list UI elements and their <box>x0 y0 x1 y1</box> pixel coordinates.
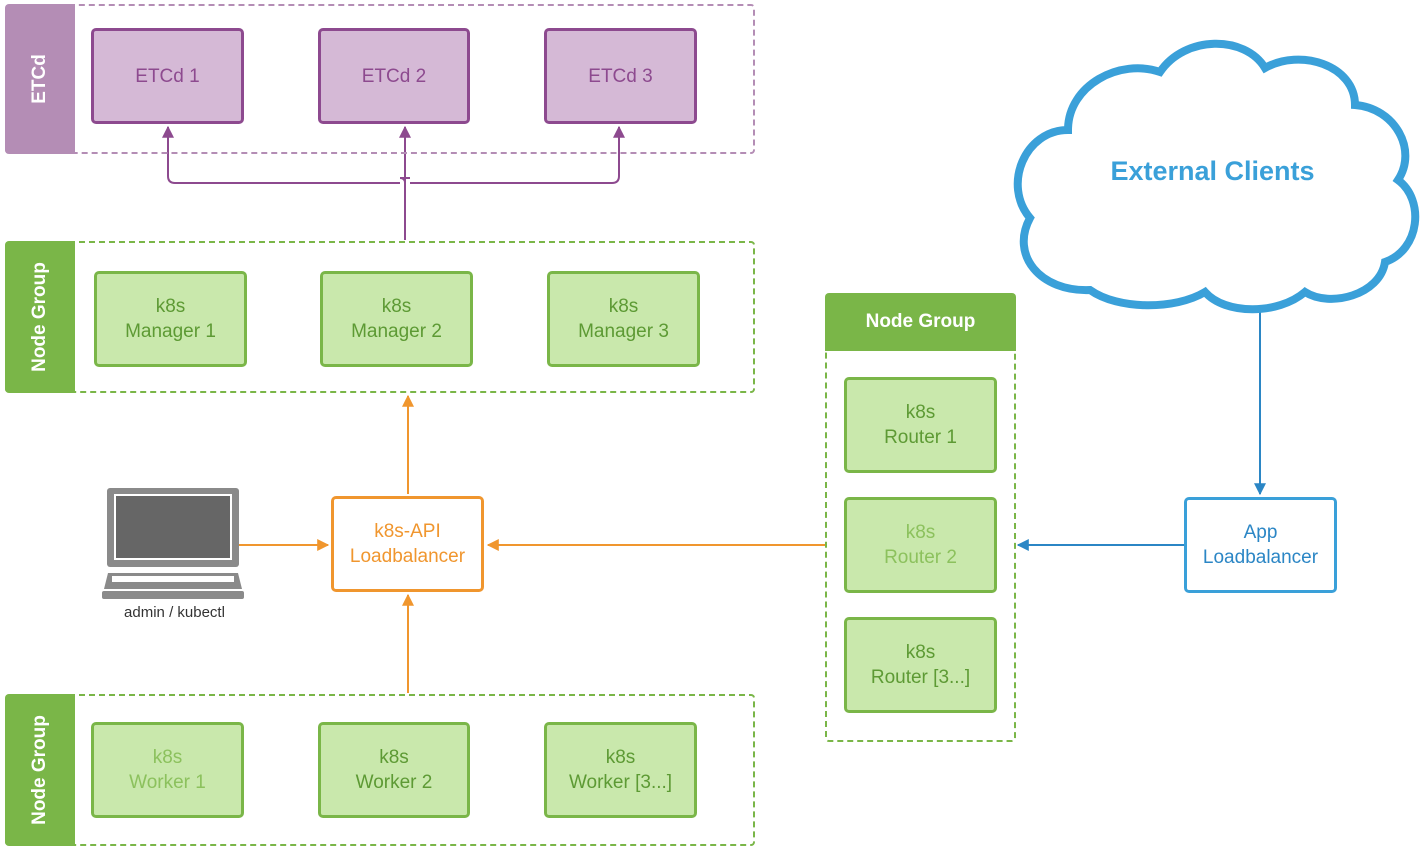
etcd-node-3[interactable]: ETCd 3 <box>544 28 697 124</box>
manager-to-etcd-arrows <box>162 125 625 240</box>
node-type-label: k8s <box>152 747 183 768</box>
worker-node-3[interactable]: k8s Worker [3...] <box>544 722 697 818</box>
laptop-icon[interactable] <box>102 487 244 601</box>
lb-line-2: Loadbalancer <box>349 546 466 567</box>
etcd-node-1[interactable]: ETCd 1 <box>91 28 244 124</box>
router-node-3[interactable]: k8s Router [3...] <box>844 617 997 713</box>
laptop-label: admin / kubectl <box>124 604 225 621</box>
node-name-label: Worker 2 <box>355 772 433 793</box>
api-loadbalancer[interactable]: k8s-API Loadbalancer <box>331 496 484 592</box>
worker-group-label: Node Group <box>29 715 50 825</box>
cloud-icon <box>1013 39 1420 314</box>
router-node-group <box>825 349 1016 742</box>
manager-group-label: Node Group <box>29 262 50 372</box>
etcd-node-2[interactable]: ETCd 2 <box>318 28 470 124</box>
worker-group-tab: Node Group <box>5 694 75 846</box>
etcd-node-label: ETCd 2 <box>361 65 427 87</box>
node-type-label: k8s <box>905 522 936 543</box>
app-loadbalancer[interactable]: App Loadbalancer <box>1184 497 1337 593</box>
node-name-label: Router [3...] <box>870 667 971 688</box>
lb-line-2: Loadbalancer <box>1202 547 1319 568</box>
etcd-node-label: ETCd 1 <box>135 65 200 87</box>
api-arrows <box>238 394 826 693</box>
external-clients-label: External Clients <box>1110 156 1315 186</box>
etcd-node-label: ETCd 3 <box>588 65 653 87</box>
node-name-label: Manager 3 <box>578 321 669 342</box>
router-group-label: Node Group <box>865 311 976 332</box>
etcd-group-tab: ETCd <box>5 4 75 154</box>
manager-node-3[interactable]: k8s Manager 3 <box>547 271 700 367</box>
manager-group-tab: Node Group <box>5 241 75 393</box>
router-group-header: Node Group <box>825 293 1016 351</box>
node-name-label: Router 2 <box>884 547 957 568</box>
node-type-label: k8s <box>905 642 936 663</box>
lb-line-1: App <box>1243 522 1278 543</box>
router-node-1[interactable]: k8s Router 1 <box>844 377 997 473</box>
external-arrows <box>1016 312 1266 551</box>
node-name-label: Worker [3...] <box>568 772 673 793</box>
router-node-2[interactable]: k8s Router 2 <box>844 497 997 593</box>
node-name-label: Manager 1 <box>125 321 216 342</box>
manager-node-2[interactable]: k8s Manager 2 <box>320 271 473 367</box>
node-name-label: Router 1 <box>884 427 957 448</box>
node-name-label: Manager 2 <box>351 321 442 342</box>
lb-line-1: k8s-API <box>374 521 441 542</box>
node-type-label: k8s <box>381 296 412 317</box>
node-type-label: k8s <box>608 296 639 317</box>
node-name-label: Worker 1 <box>129 772 206 793</box>
etcd-group-label: ETCd <box>29 54 50 104</box>
worker-node-1[interactable]: k8s Worker 1 <box>91 722 244 818</box>
worker-node-2[interactable]: k8s Worker 2 <box>318 722 470 818</box>
manager-node-1[interactable]: k8s Manager 1 <box>94 271 247 367</box>
node-type-label: k8s <box>379 747 409 768</box>
node-type-label: k8s <box>905 402 936 423</box>
node-type-label: k8s <box>605 747 636 768</box>
node-type-label: k8s <box>155 296 186 317</box>
